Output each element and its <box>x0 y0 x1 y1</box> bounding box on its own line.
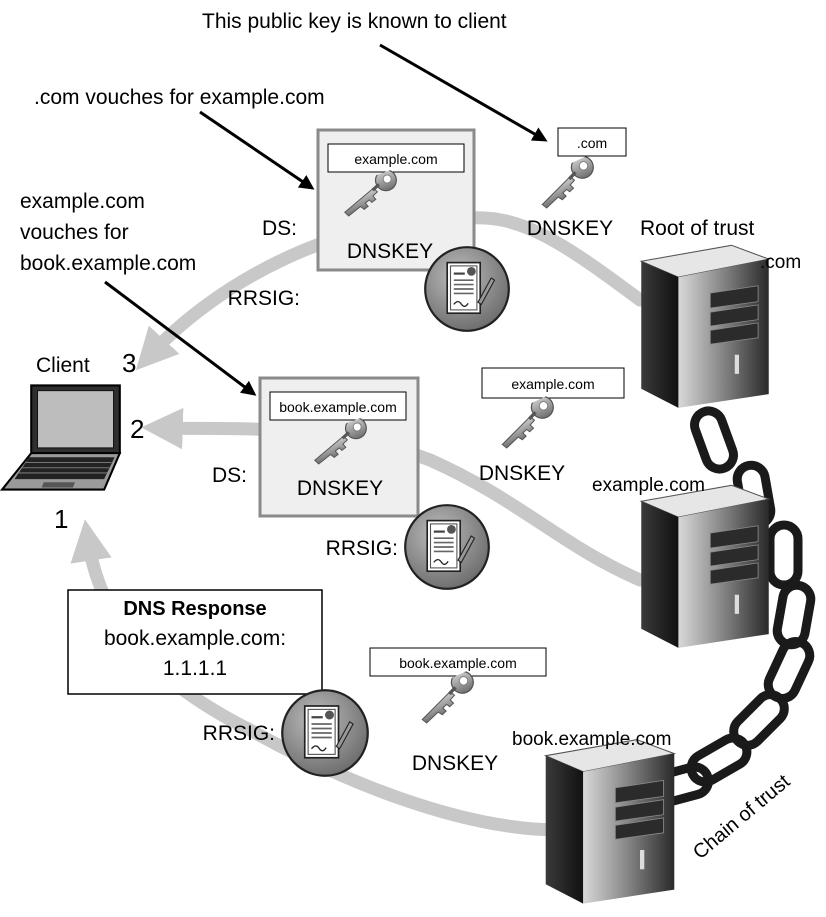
rrsig-top-label: RRSIG: <box>228 287 300 310</box>
client-label: Client <box>36 354 90 377</box>
rrsig-middle-label: RRSIG: <box>326 537 398 560</box>
dnskey-com-label: DNSKEY <box>527 217 613 240</box>
step-2: 2 <box>130 414 144 444</box>
ds-middle-key-owner: book.example.com <box>279 399 397 415</box>
server-com-label: .com <box>760 252 801 273</box>
signature-seal-icon <box>281 689 369 777</box>
rrsig-response-label: RRSIG: <box>203 722 275 745</box>
annotation-example-vouches-3: book.example.com <box>20 252 196 275</box>
step-3: 3 <box>122 348 136 378</box>
ds-top-dnskey-label: DNSKEY <box>347 240 433 263</box>
client-laptop-icon <box>1 384 121 491</box>
dnskey-com: .com DNSKEY <box>527 127 627 240</box>
annotation-arrows <box>104 43 548 396</box>
dnskey-book: book.example.com DNSKEY <box>369 647 547 775</box>
dnskey-example-owner: example.com <box>511 376 594 392</box>
key-icon <box>488 391 564 451</box>
dnskey-com-owner: .com <box>577 135 607 151</box>
ds-top-key-owner: example.com <box>354 151 437 167</box>
dns-response-address: 1.1.1.1 <box>163 657 227 680</box>
annotation-example-vouches-1: example.com <box>20 190 145 213</box>
key-icon <box>528 151 604 211</box>
signature-seal-icon <box>424 246 510 332</box>
dns-response-name: book.example.com: <box>104 627 286 650</box>
dnskey-book-label: DNSKEY <box>412 752 498 775</box>
server-book-label: book.example.com <box>512 729 671 750</box>
annotation-example-vouches-2: vouches for <box>20 221 129 244</box>
dnskey-example-label: DNSKEY <box>479 462 565 485</box>
signature-seal-icon <box>404 504 490 590</box>
ds-top-label: DS: <box>262 217 297 240</box>
ds-record-top: example.com DNSKEY <box>316 128 476 272</box>
server-example-com <box>640 484 770 649</box>
dnskey-book-owner: book.example.com <box>399 655 517 671</box>
step-1: 1 <box>54 504 68 534</box>
ds-middle-dnskey-label: DNSKEY <box>297 477 383 500</box>
annotation-public-key-known: This public key is known to client <box>202 10 507 33</box>
server-root-com <box>640 244 770 409</box>
dnskey-example: example.com DNSKEY <box>479 367 625 485</box>
arc-to-client-2 <box>141 407 647 587</box>
root-of-trust-label: Root of trust <box>640 217 755 240</box>
ds-middle-label: DS: <box>212 464 247 487</box>
dns-response-title: DNS Response <box>123 598 266 620</box>
ds-record-middle: book.example.com DNSKEY <box>258 376 420 518</box>
server-book-example-com <box>545 739 675 905</box>
server-example-label: example.com <box>592 475 705 496</box>
dns-response-box: DNS Response book.example.com: 1.1.1.1 <box>67 589 323 695</box>
annotation-com-vouches: .com vouches for example.com <box>34 86 325 109</box>
